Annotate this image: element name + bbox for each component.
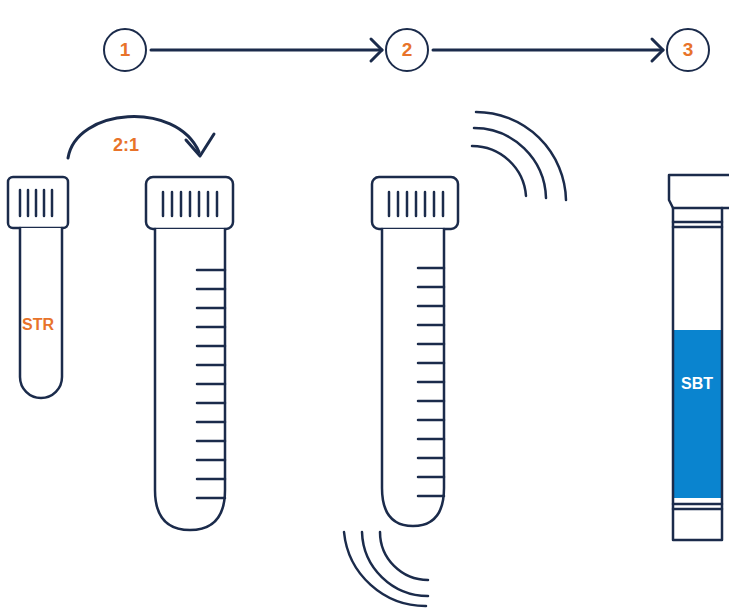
step-number: 1 (120, 39, 131, 61)
step-number: 2 (402, 39, 413, 61)
step-circle: 3 (666, 28, 710, 72)
arrow-shaft (433, 49, 663, 52)
tube-label: STR (6, 316, 70, 334)
tube-outline (6, 175, 72, 403)
step-circle: 2 (385, 28, 429, 72)
sample-tube: SBT (664, 168, 729, 548)
flow-arrow (151, 39, 382, 61)
arrow-shaft (151, 49, 382, 52)
step-circle: 1 (103, 28, 147, 72)
sample-tube: STR (6, 175, 72, 403)
transfer-arrowhead (186, 134, 214, 156)
shake-marks (344, 112, 566, 606)
step-number: 3 (683, 39, 694, 61)
tube-label: SBT (664, 375, 729, 393)
ratio-label: 2:1 (113, 135, 139, 156)
transfer-arrow (68, 117, 199, 158)
graduated-tube (372, 177, 458, 526)
flow-arrow (433, 39, 663, 61)
arrowhead (652, 39, 663, 61)
tube-outline (664, 168, 729, 548)
graduated-tube (146, 177, 233, 530)
arrowhead (371, 39, 382, 61)
